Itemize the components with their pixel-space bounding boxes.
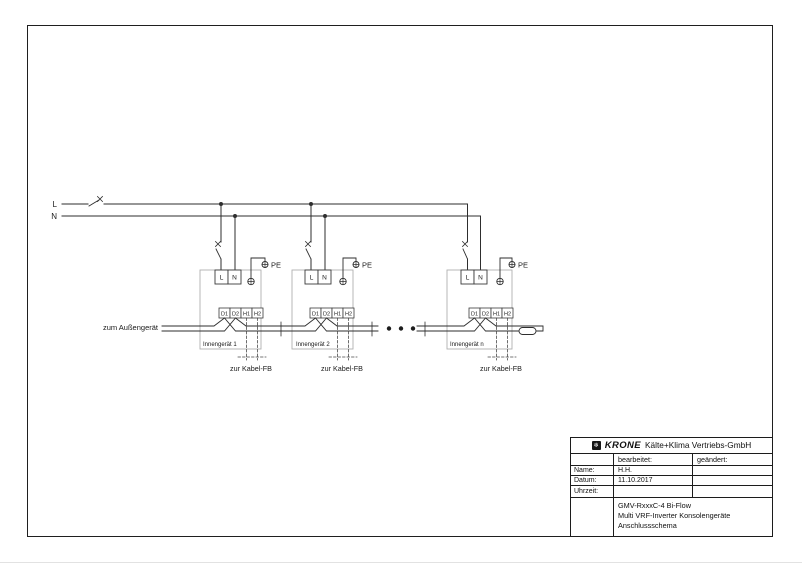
main-switch-blade <box>88 199 100 207</box>
unit2-name-label: Innengerät 2 <box>296 342 330 348</box>
comm-wire-b <box>161 317 544 332</box>
title-block-uhrzeit-row: Uhrzeit: <box>571 486 772 498</box>
to-outdoor-unit-label: zum Außengerät <box>103 323 159 332</box>
l-bus-line <box>61 203 468 243</box>
unit1-switch-blade <box>215 248 222 260</box>
title-block-description-row: GMV-RxxxC-4 Bi-Flow Multi VRF-Inverter K… <box>571 498 772 536</box>
unit2-pe-point-icon <box>352 261 360 268</box>
power-terminal-boxes <box>214 269 488 285</box>
datum-geaendert-cell <box>692 476 772 485</box>
unitn-kabel-fb-label: zur Kabel-FB <box>480 364 522 373</box>
n-bus-label: N <box>51 212 57 221</box>
main-switch-cross-icon <box>96 195 104 203</box>
unit1-switch-cross-icon <box>214 240 222 248</box>
uhrzeit-label: Uhrzeit: <box>574 488 599 495</box>
unit2-switch-cross-icon <box>304 240 312 248</box>
unit2-n-terminal-label: N <box>322 275 327 282</box>
name-geaendert-cell <box>692 466 772 475</box>
unitn-switch-blade <box>462 248 469 260</box>
unit1-d2-label: D2 <box>232 312 239 318</box>
unit1-pe-point-icon <box>261 261 269 268</box>
unit2-earth-terminal-icon <box>339 277 347 286</box>
unitn-switch-cross-icon <box>461 240 469 248</box>
cable-section-ticks <box>280 321 426 337</box>
datum-value: 11.10.2017 <box>613 476 692 485</box>
bottom-divider <box>0 562 802 563</box>
title-block-datum-row: Datum: 11.10.2017 <box>571 476 772 486</box>
unitn-h2-label: H2 <box>504 312 511 318</box>
unitn-name-label: Innengerät n <box>450 342 484 348</box>
title-block-name-row: Name: H.H. <box>571 466 772 476</box>
description-line-3: Anschlussschema <box>618 521 677 530</box>
unit1-name-label: Innengerät 1 <box>203 342 237 348</box>
unitn-pe-point-icon <box>508 261 516 268</box>
unitn-n-terminal-label: N <box>478 275 483 282</box>
bus-junction-dots <box>219 202 327 218</box>
description-line-1: GMV-RxxxC-4 Bi-Flow <box>618 501 691 510</box>
drawing-description: GMV-RxxxC-4 Bi-Flow Multi VRF-Inverter K… <box>613 498 772 536</box>
comm-wire-a <box>161 317 520 332</box>
unit2-d2-label: D2 <box>323 312 330 318</box>
name-value: H.H. <box>613 466 692 475</box>
kabel-fb-dashed-lines <box>237 317 517 361</box>
comm-bus-wires <box>161 317 544 337</box>
unit1-h2-label: H2 <box>254 312 261 318</box>
comm-terminal-strips <box>218 307 514 319</box>
title-block-brand-row: ❄ KRONE Kälte+Klima Vertriebs-GmbH <box>571 438 772 454</box>
description-empty-cell <box>571 498 613 536</box>
bus-terminator-resistor <box>518 327 537 335</box>
unit2-kabel-fb-label: zur Kabel-FB <box>321 364 363 373</box>
title-block-header-row: bearbeitet: geändert: <box>571 454 772 466</box>
unit1-d1-label: D1 <box>221 312 228 318</box>
unitn-pe-label: PE <box>518 261 528 270</box>
unit1-pe-label: PE <box>271 261 281 270</box>
unit2-l-terminal-label: L <box>310 275 314 282</box>
snowflake-logo-icon: ❄ <box>591 441 601 450</box>
unitn-earth-terminal-icon <box>496 277 504 286</box>
name-label: Name: <box>574 467 595 474</box>
datum-label: Datum: <box>574 477 597 484</box>
unit1-earth-terminal-icon <box>247 277 255 286</box>
header-bearbeitet-cell: bearbeitet: <box>613 454 692 465</box>
pe-connections <box>247 257 516 286</box>
company-name: Kälte+Klima Vertriebs-GmbH <box>645 440 752 451</box>
description-line-2: Multi VRF-Inverter Konsolengeräte <box>618 511 731 520</box>
uhrzeit-value <box>613 486 692 497</box>
title-block: ❄ KRONE Kälte+Klima Vertriebs-GmbH bearb… <box>570 437 773 537</box>
power-bus <box>61 195 481 271</box>
l-bus-label: L <box>53 200 58 209</box>
unit2-h1-label: H1 <box>334 312 341 318</box>
unit1-l-terminal-label: L <box>220 275 224 282</box>
unit1-n-terminal-label: N <box>232 275 237 282</box>
unit2-pe-label: PE <box>362 261 372 270</box>
unitn-d1-label: D1 <box>471 312 478 318</box>
header-empty-cell <box>571 454 613 465</box>
brand-name: KRONE <box>604 439 641 451</box>
uhrzeit-geaendert-cell <box>692 486 772 497</box>
unitn-h1-label: H1 <box>493 312 500 318</box>
unit1-h1-label: H1 <box>243 312 250 318</box>
continuation-dots-icon <box>386 326 416 331</box>
unitn-l-terminal-label: L <box>466 275 470 282</box>
unit2-d1-label: D1 <box>312 312 319 318</box>
n-bus-line <box>61 215 481 271</box>
unit2-h2-label: H2 <box>345 312 352 318</box>
unitn-d2-label: D2 <box>482 312 489 318</box>
unit2-switch-blade <box>305 248 312 260</box>
header-geaendert-cell: geändert: <box>692 454 772 465</box>
unit1-kabel-fb-label: zur Kabel-FB <box>230 364 272 373</box>
